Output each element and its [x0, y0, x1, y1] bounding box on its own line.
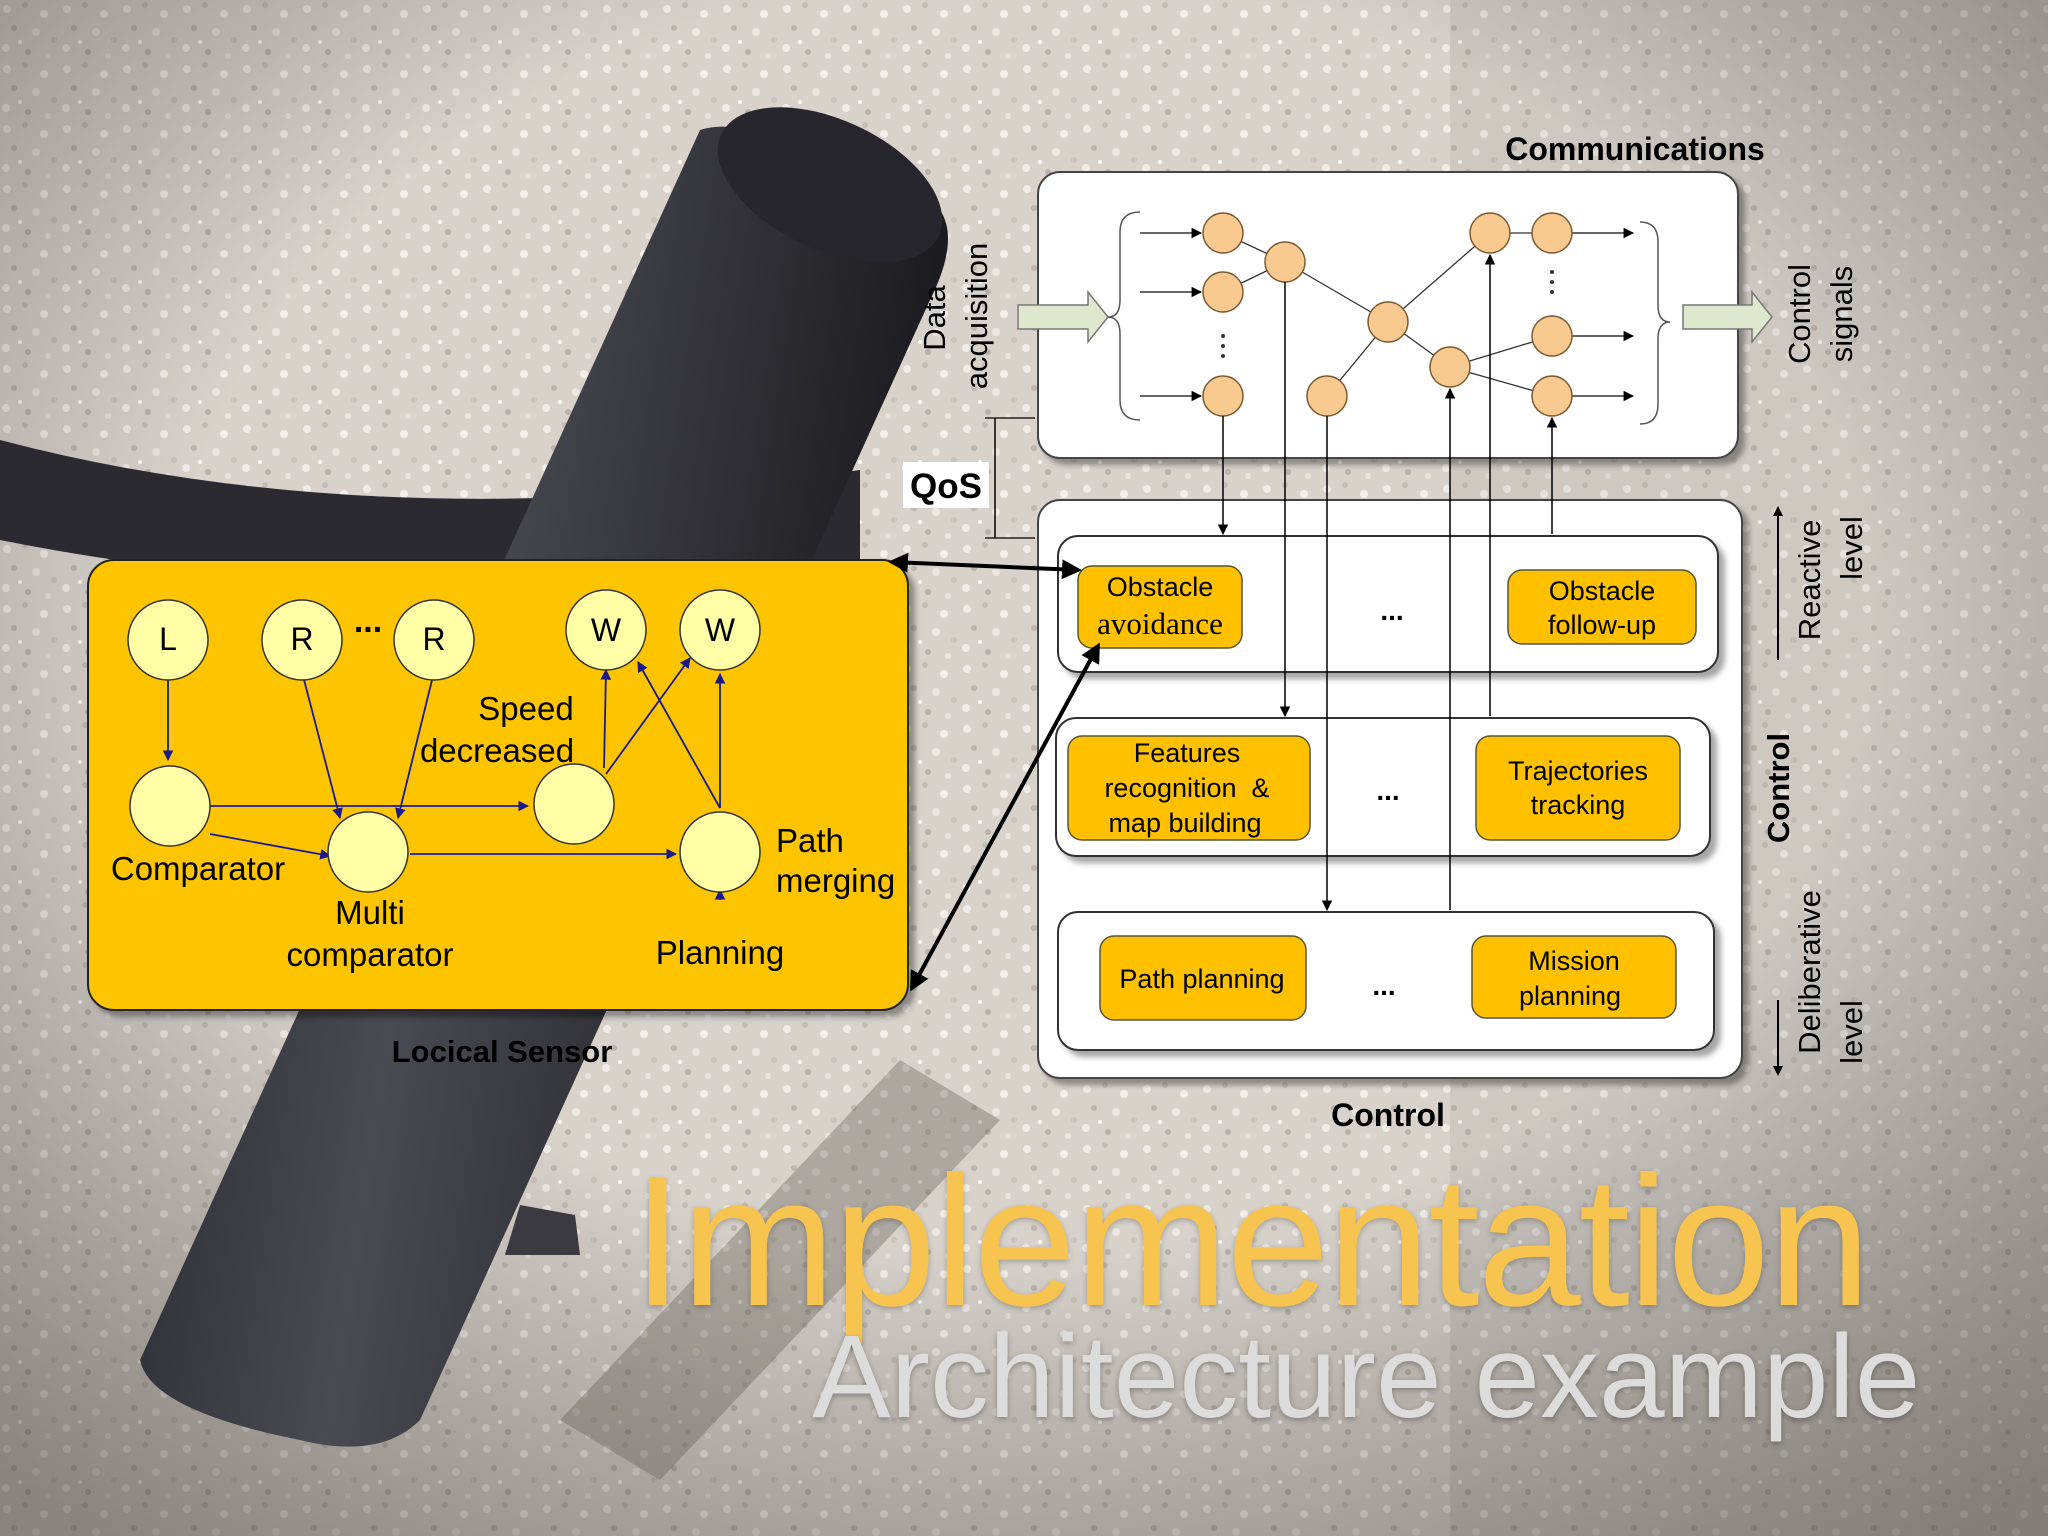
node-r-ellipsis: ...: [354, 602, 382, 640]
features-recognition-line1: Features: [1134, 738, 1241, 768]
logical-sensor-box: [88, 560, 908, 1010]
network-node: [1265, 242, 1305, 282]
mission-planning-line1: Mission: [1528, 946, 1620, 976]
path-merging-line1: Path: [776, 822, 844, 859]
control-bottom-title: Control: [1331, 1097, 1445, 1133]
trajectories-tracking-line1: Trajectories: [1508, 756, 1648, 786]
obstacle-avoidance-line1: Obstacle: [1107, 572, 1214, 602]
network-node: [1532, 376, 1572, 416]
network-node: [1368, 302, 1408, 342]
communications-panel: Communications: [917, 131, 1859, 458]
features-recognition-line2: recognition &: [1104, 773, 1269, 803]
network-node: [1307, 376, 1347, 416]
trajectories-tracking-line2: tracking: [1531, 790, 1626, 820]
node-r1-label: R: [290, 621, 313, 657]
deliberative-level-line2: level: [1834, 1000, 1869, 1064]
planning-label: Planning: [656, 934, 784, 971]
network-node: [1203, 213, 1243, 253]
slide-title: Implementation: [632, 1150, 1869, 1335]
trajectories-tracking-module: [1476, 736, 1680, 840]
qos-label: QoS: [910, 467, 982, 506]
slide-subtitle: Architecture example: [812, 1318, 1920, 1436]
deliberative-level-line1: Deliberative: [1792, 890, 1827, 1054]
data-acquisition-line1: Data: [917, 285, 952, 351]
reactive-level-line1: Reactive: [1792, 520, 1827, 641]
communications-title: Communications: [1505, 131, 1765, 167]
network-node: [1532, 316, 1572, 356]
multi-comparator-node: [328, 812, 408, 892]
control-signals-label: Control signals: [1782, 264, 1859, 364]
obstacle-avoidance-line2: avoidance: [1097, 606, 1223, 641]
path-planning-label: Path planning: [1119, 964, 1284, 994]
comparator-node: [130, 766, 210, 846]
control-signals-line1: Control: [1782, 264, 1817, 364]
mission-planning-line2: planning: [1519, 981, 1621, 1011]
network-node: [1203, 376, 1243, 416]
features-recognition-line3: map building: [1108, 808, 1261, 838]
data-acquisition-label: Data acquisition: [917, 243, 994, 389]
network-node: [1470, 213, 1510, 253]
qos-indicator: QoS: [903, 418, 1035, 538]
node-w1-label: W: [591, 612, 622, 648]
speed-decreased-line1: Speed: [478, 690, 573, 727]
path-merging-line2: merging: [776, 862, 895, 899]
control-side-label: Control: [1761, 733, 1796, 843]
data-acquisition-line2: acquisition: [959, 243, 994, 389]
node-r2-label: R: [422, 621, 445, 657]
network-node: [1203, 272, 1243, 312]
speed-decreased-node: [534, 764, 614, 844]
network-node: [1430, 347, 1470, 387]
node-l-label: L: [159, 621, 177, 657]
obstacle-followup-line2: follow-up: [1548, 610, 1656, 640]
multi-comparator-line1: Multi: [335, 894, 405, 931]
deliberative-ellipsis: ...: [1372, 970, 1395, 1001]
network-node: [1532, 213, 1572, 253]
comparator-label: Comparator: [111, 850, 285, 887]
logical-sensor-caption: Locical Sensor: [392, 1034, 613, 1069]
control-signals-line2: signals: [1824, 266, 1859, 363]
reactive-level-line2: level: [1834, 516, 1869, 580]
node-w2-label: W: [705, 612, 736, 648]
obstacle-followup-line1: Obstacle: [1549, 576, 1656, 606]
logical-sensor-panel: L R ... R W W Speed decreased Comparator…: [88, 560, 908, 1069]
middle-ellipsis: ...: [1376, 775, 1399, 806]
reactive-ellipsis: ...: [1380, 595, 1403, 626]
multi-comparator-line2: comparator: [287, 936, 454, 973]
path-merging-node: [680, 812, 760, 892]
speed-decreased-line2: decreased: [420, 732, 574, 769]
